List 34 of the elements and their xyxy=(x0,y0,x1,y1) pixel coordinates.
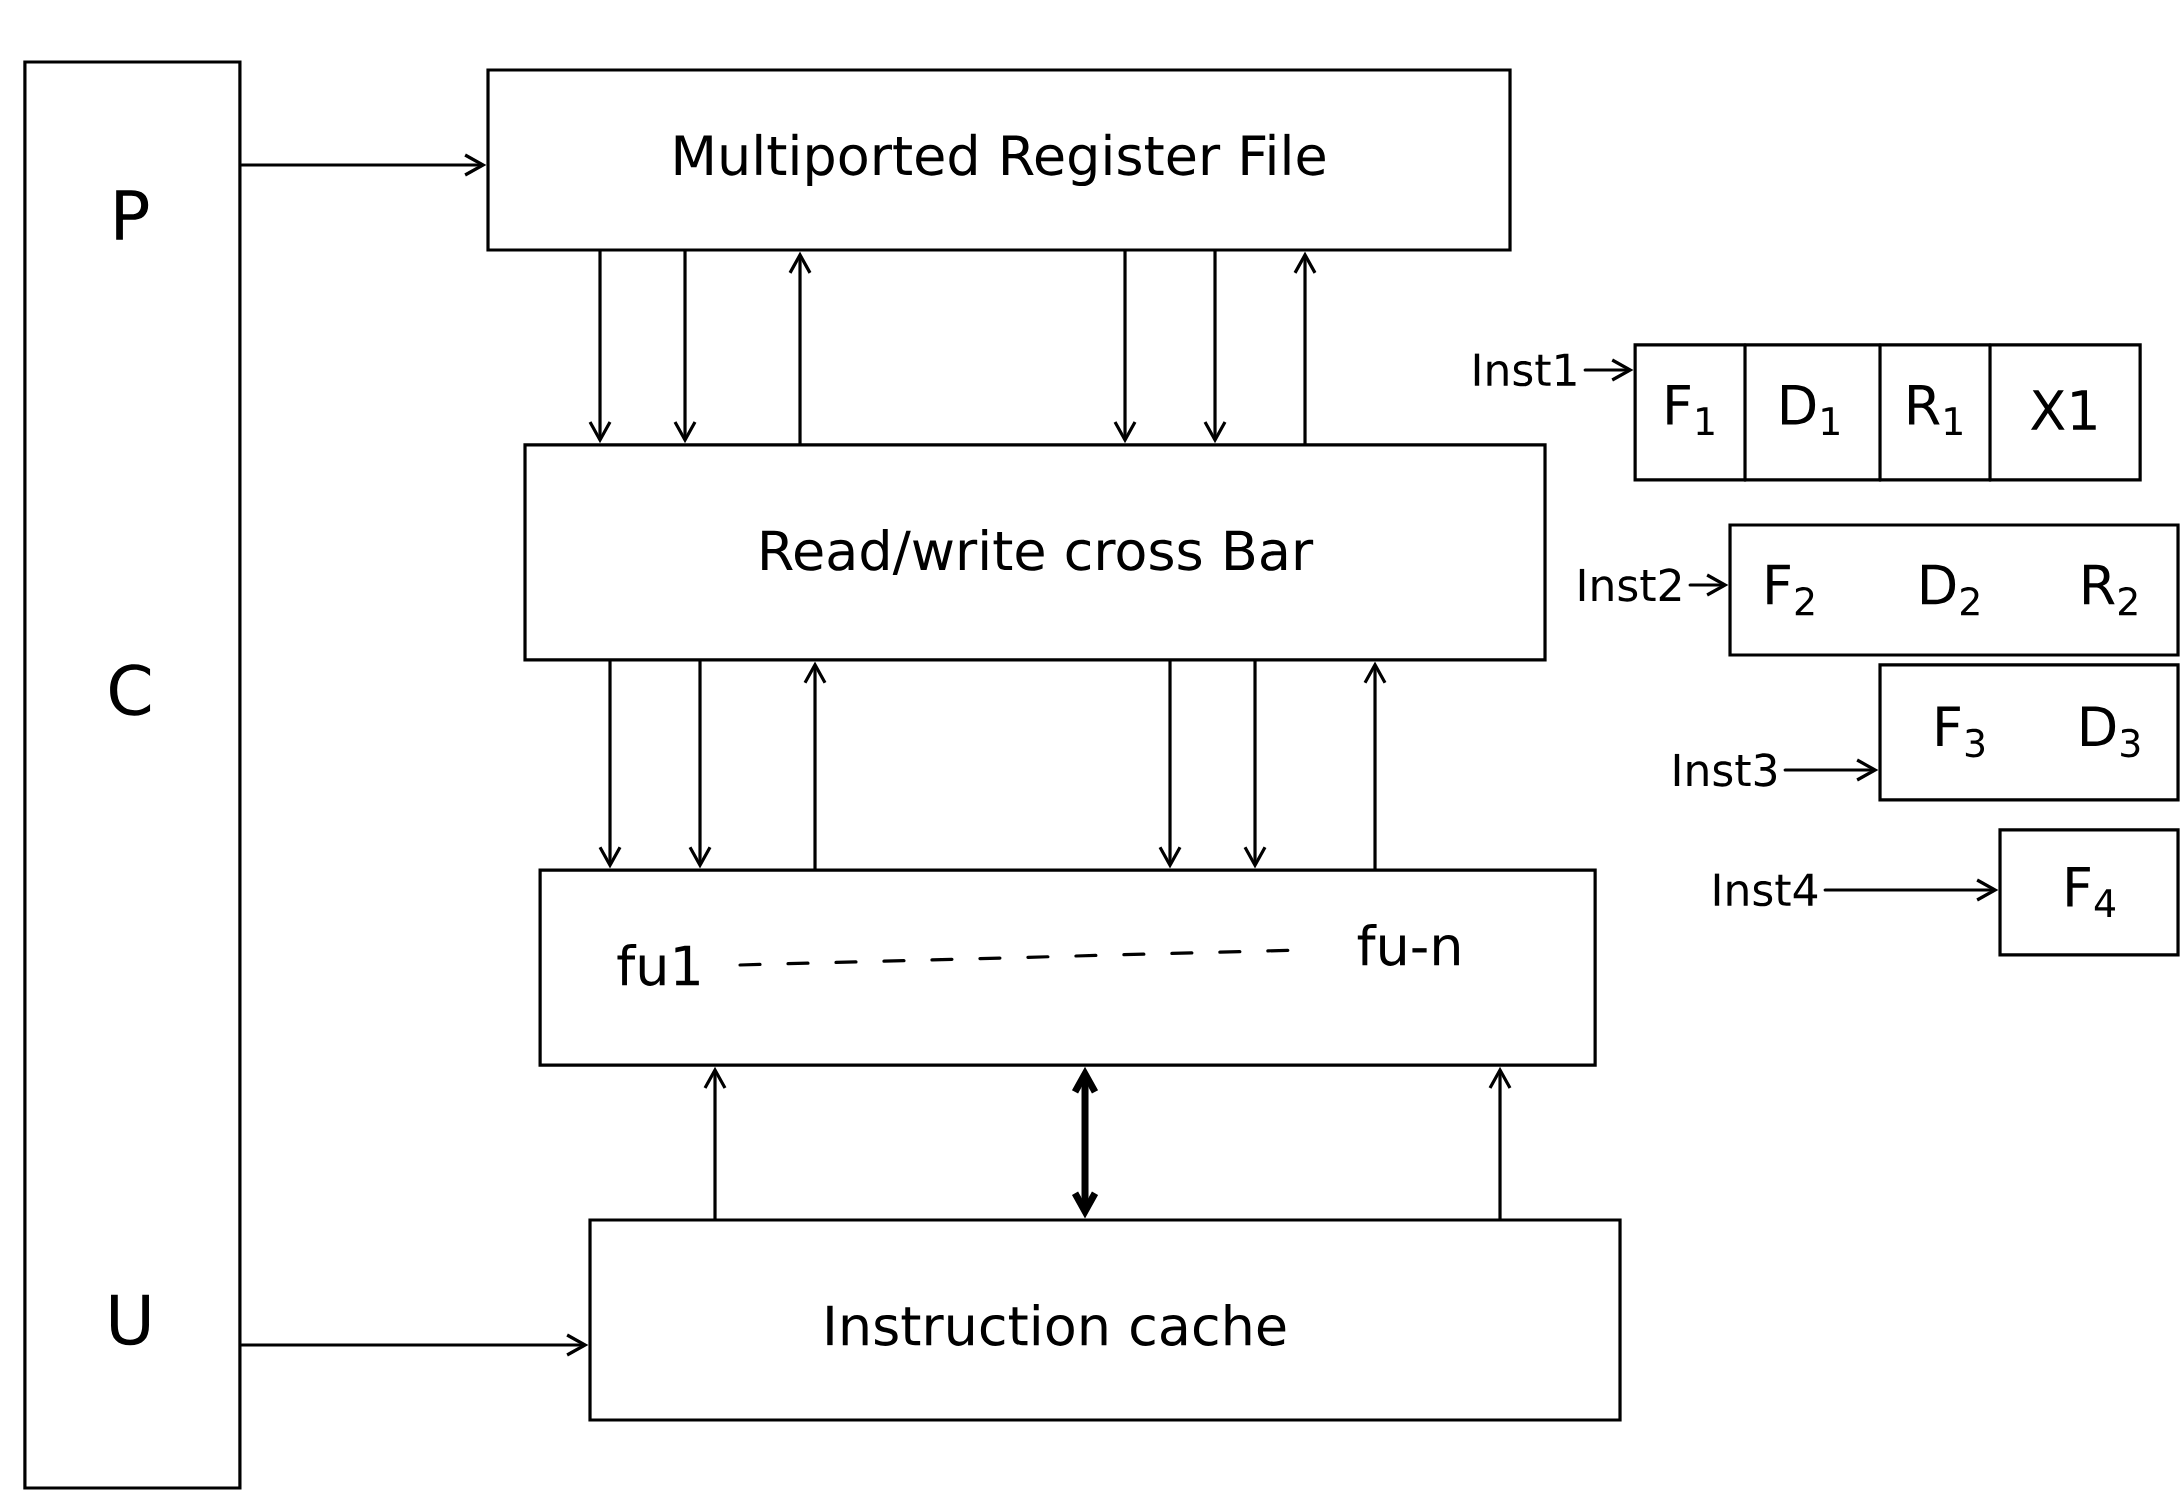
arrow xyxy=(688,659,712,869)
arrow xyxy=(1488,1066,1512,1220)
pipeline-row: F$_{1}$ D$_{1}$ R$_{1}$ X1 xyxy=(1633,343,2142,482)
pipeline-row: F$_{3}$ D$_{3}$ xyxy=(1878,663,2180,802)
arrow xyxy=(788,251,812,445)
process-box: Instruction cache xyxy=(588,1218,1622,1422)
arrow xyxy=(239,1333,589,1357)
instruction-label: Inst2 xyxy=(1579,568,1681,602)
arrow xyxy=(1113,250,1137,444)
instruction-label: Inst3 xyxy=(1674,753,1776,787)
arrow xyxy=(1158,659,1182,869)
arrow xyxy=(1293,251,1317,445)
pipeline-row: F$_{4}$ xyxy=(1998,828,2180,957)
arrow xyxy=(1823,878,1999,902)
process-box: Read/write cross Bar xyxy=(523,443,1547,662)
arrow xyxy=(673,250,697,444)
process-box: Multiported Register File xyxy=(486,68,1512,252)
arrow xyxy=(239,153,487,177)
arrow xyxy=(1583,358,1634,382)
arrow xyxy=(1783,758,1879,782)
arrow xyxy=(1243,659,1267,869)
arrow xyxy=(1203,250,1227,444)
pipeline-row: F$_{2}$ D$_{2}$ R$_{2}$ xyxy=(1728,523,2180,657)
process-box: fu1 fu-n xyxy=(538,868,1597,1067)
arrow xyxy=(588,250,612,444)
arrow xyxy=(1688,573,1729,597)
arrow xyxy=(803,661,827,871)
arrow xyxy=(1363,661,1387,871)
tall-box: P C U xyxy=(23,60,242,1490)
instruction-label: Inst1 xyxy=(1474,353,1576,387)
arrow xyxy=(1071,1066,1099,1219)
arrow xyxy=(598,659,622,869)
arrow xyxy=(703,1066,727,1220)
instruction-label: Inst4 xyxy=(1714,873,1818,907)
